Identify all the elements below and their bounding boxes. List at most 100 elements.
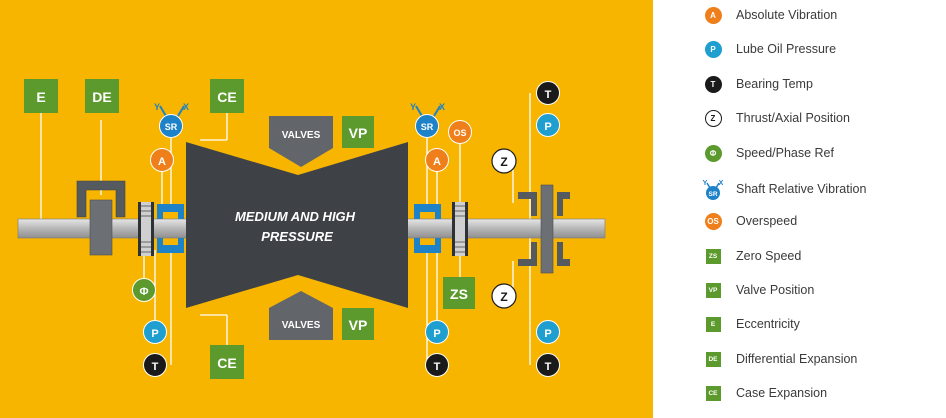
right-gears	[452, 202, 468, 256]
legend-item: OS Overspeed	[701, 209, 797, 233]
differential-expansion-sensor: DE	[85, 79, 119, 113]
lube-oil-pressure-sensor-right-top: P	[536, 113, 560, 137]
turbine-body	[186, 142, 408, 308]
lube-oil-pressure-sensor-left: P	[143, 320, 167, 344]
svg-text:VP: VP	[349, 317, 368, 333]
legend-valve-position-icon: VP	[701, 278, 725, 302]
svg-text:P: P	[433, 328, 440, 340]
svg-text:P: P	[544, 121, 551, 133]
legend-item: Φ Speed/Phase Ref	[701, 141, 834, 165]
thrust-position-sensor-bottom: Z	[491, 283, 517, 309]
legend-item: A Absolute Vibration	[701, 3, 837, 27]
svg-text:Φ: Φ	[139, 286, 148, 298]
lube-oil-pressure-sensor-right-bottom: P	[536, 320, 560, 344]
connector-lines	[40, 93, 531, 365]
legend-label: Speed/Phase Ref	[736, 146, 834, 160]
svg-text:Y: Y	[154, 102, 160, 112]
legend-item: Z Thrust/Axial Position	[701, 106, 850, 130]
turbine-label-line2: PRESSURE	[261, 229, 333, 244]
lube-oil-pressure-sensor-mid: P	[425, 320, 449, 344]
valves-top-label: VALVES	[282, 130, 321, 141]
legend-thrust-axial-position-icon: Z	[701, 106, 725, 130]
legend-label: Overspeed	[736, 214, 798, 228]
legend-item: ZS Zero Speed	[701, 244, 801, 268]
svg-text:CE: CE	[217, 89, 236, 105]
absolute-vibration-sensor-right: A	[425, 148, 449, 172]
svg-text:VP: VP	[349, 125, 368, 141]
legend-bearing-temp-icon: T	[701, 72, 725, 96]
case-expansion-sensor-bottom: CE	[210, 345, 244, 379]
legend-item: P Lube Oil Pressure	[701, 37, 836, 61]
legend-speed-phase-ref-icon: Φ	[701, 141, 725, 165]
legend-label: Bearing Temp	[736, 77, 813, 91]
bearing-temp-sensor-left: T	[143, 353, 167, 377]
legend-label: Differential Expansion	[736, 352, 858, 366]
legend-absolute-vibration-icon: A	[701, 3, 725, 27]
svg-text:Z: Z	[500, 290, 507, 304]
legend-label: Lube Oil Pressure	[736, 42, 837, 56]
legend-eccentricity-icon: E	[701, 312, 725, 336]
svg-text:Y: Y	[703, 180, 708, 187]
legend-overspeed-icon: OS	[701, 209, 725, 233]
svg-text:X: X	[439, 102, 445, 112]
valve-position-sensor-top: VP	[342, 116, 374, 148]
bearing-temp-sensor-right-top: T	[536, 81, 560, 105]
shaft-relative-vibration-sensor-left: Y X SR	[154, 102, 189, 138]
speed-phase-sensor: Φ	[132, 278, 156, 302]
zero-speed-sensor: ZS	[443, 277, 475, 309]
right-bearing	[414, 204, 441, 253]
absolute-vibration-sensor-left: A	[150, 148, 174, 172]
legend-item: DE Differential Expansion	[701, 347, 857, 371]
thrust-position-sensor-top: Z	[491, 148, 517, 174]
legend-label: Absolute Vibration	[736, 8, 838, 22]
svg-text:X: X	[719, 180, 724, 187]
svg-text:OS: OS	[453, 128, 466, 138]
legend-label: Shaft Relative Vibration	[736, 182, 867, 196]
svg-text:ZS: ZS	[450, 286, 468, 302]
legend-label: Zero Speed	[736, 249, 802, 263]
valve-position-sensor-bottom: VP	[342, 308, 374, 340]
svg-text:A: A	[158, 156, 166, 168]
legend-item: VP Valve Position	[701, 278, 814, 302]
turbine-diagram: MEDIUM AND HIGH PRESSURE VALVES VALVES E…	[0, 0, 653, 418]
legend-lube-oil-pressure-icon: P	[701, 37, 725, 61]
svg-text:T: T	[434, 361, 441, 373]
svg-text:SR: SR	[165, 122, 178, 132]
legend-label: Valve Position	[736, 283, 815, 297]
svg-text:T: T	[545, 361, 552, 373]
de-collar	[89, 199, 113, 256]
valves-bottom-label: VALVES	[282, 320, 321, 331]
svg-text:Z: Z	[500, 155, 507, 169]
turbine-label-line1: MEDIUM AND HIGH	[235, 209, 356, 224]
legend-differential-expansion-icon: DE	[701, 347, 725, 371]
legend-item: T Bearing Temp	[701, 72, 813, 96]
svg-text:CE: CE	[217, 355, 236, 371]
bearing-temp-sensor-mid: T	[425, 353, 449, 377]
svg-text:SR: SR	[708, 191, 717, 198]
svg-text:A: A	[433, 156, 441, 168]
legend-zero-speed-icon: ZS	[701, 244, 725, 268]
valves-top: VALVES	[269, 116, 333, 167]
svg-text:P: P	[544, 328, 551, 340]
case-expansion-sensor-top: CE	[210, 79, 244, 113]
legend-case-expansion-icon: CE	[701, 381, 725, 405]
valves-bottom: VALVES	[269, 291, 333, 340]
thrust-collar	[518, 184, 570, 274]
svg-text:X: X	[183, 102, 189, 112]
left-gears	[138, 202, 154, 256]
legend-label: Case Expansion	[736, 386, 828, 400]
legend-item: CE Case Expansion	[701, 381, 827, 405]
legend-label: Thrust/Axial Position	[736, 111, 850, 125]
svg-text:T: T	[545, 89, 552, 101]
svg-text:T: T	[152, 361, 159, 373]
svg-text:SR: SR	[421, 122, 434, 132]
bearing-temp-sensor-right-bottom: T	[536, 353, 560, 377]
svg-text:P: P	[151, 328, 158, 340]
svg-text:Y: Y	[410, 102, 416, 112]
differential-expansion-bracket	[76, 180, 126, 218]
shaft-relative-vibration-sensor-right: Y X SR	[410, 102, 445, 138]
